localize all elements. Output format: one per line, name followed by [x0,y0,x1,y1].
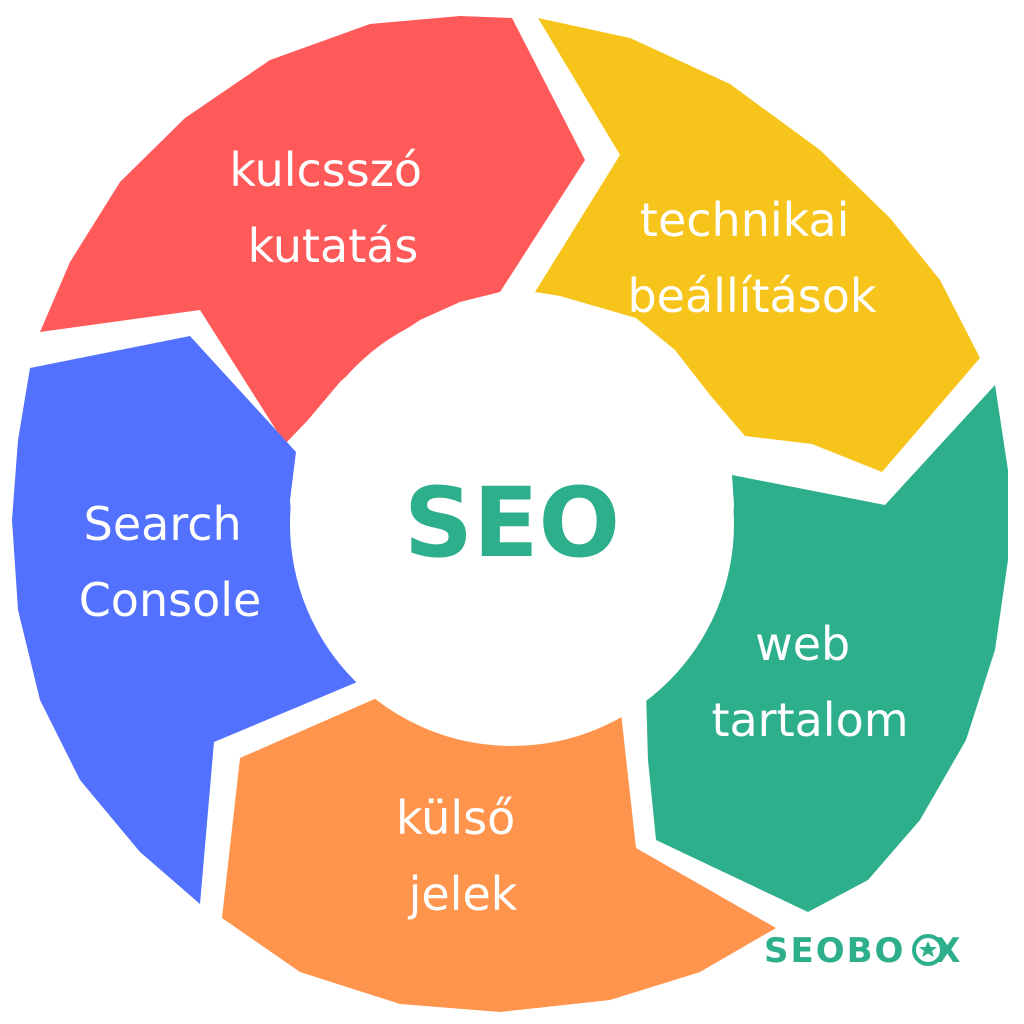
center-circle [290,302,734,746]
segment-search-console [12,336,362,904]
segment-external-signals [222,694,776,1012]
segment-web-content [646,385,1008,912]
seobox-logo: SEOBO X [764,931,962,971]
logo-text-right: X [934,931,962,971]
star-icon [912,934,944,966]
segment-keyword-research [40,16,585,444]
logo-text: SEOBO X [764,931,962,971]
logo-text-left: SEOBO [764,931,904,971]
segment-label-technical-settings: technikai beállítások [627,193,876,323]
segment-label-external-signals: külső jelek [396,791,530,921]
segment-technical-settings [535,18,980,472]
segment-label-keyword-research: kulcsszó kutatás [229,143,436,273]
center-seo-label: SEO [404,467,620,579]
segment-label-web-content: web tartalom [711,617,908,747]
segment-label-search-console: Search Console [79,497,262,627]
